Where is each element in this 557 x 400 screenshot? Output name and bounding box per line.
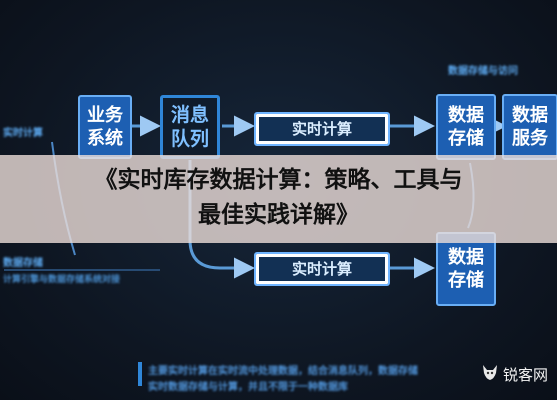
business-system-node: 业务 系统 [78, 95, 132, 159]
left-label-top: 实时计算 [3, 128, 43, 139]
watermark: 锐客网 [480, 362, 548, 386]
data-service-node: 数据 服务 [502, 94, 557, 160]
left-label-bottom-line2: 计算引擎与数据存储系统对接 [3, 275, 121, 285]
article-title: 《实时库存数据计算：策略、工具与 最佳实践详解》 [94, 167, 463, 228]
wolf-head-icon [480, 362, 500, 386]
data-storage-top-node: 数据 存储 [436, 94, 496, 160]
caption-marker [138, 362, 142, 386]
realtime-compute-top-node: 实时计算 [254, 112, 390, 146]
left-label-bottom-line1: 数据存储 [3, 258, 43, 269]
message-queue-node: 消息 队列 [160, 95, 220, 159]
top-right-label: 数据存储与访问 [448, 66, 518, 77]
title-band [0, 155, 557, 243]
data-storage-bottom-node: 数据 存储 [436, 232, 496, 306]
realtime-compute-bottom-node: 实时计算 [254, 252, 390, 286]
caption-line1: 主要实时计算在实时流中处理数据，结合消息队列，数据存储 [148, 366, 418, 377]
watermark-text: 锐客网 [502, 365, 548, 384]
caption-line2: 实时数据存储与计算，并且不限于一种数据库 [148, 382, 348, 393]
